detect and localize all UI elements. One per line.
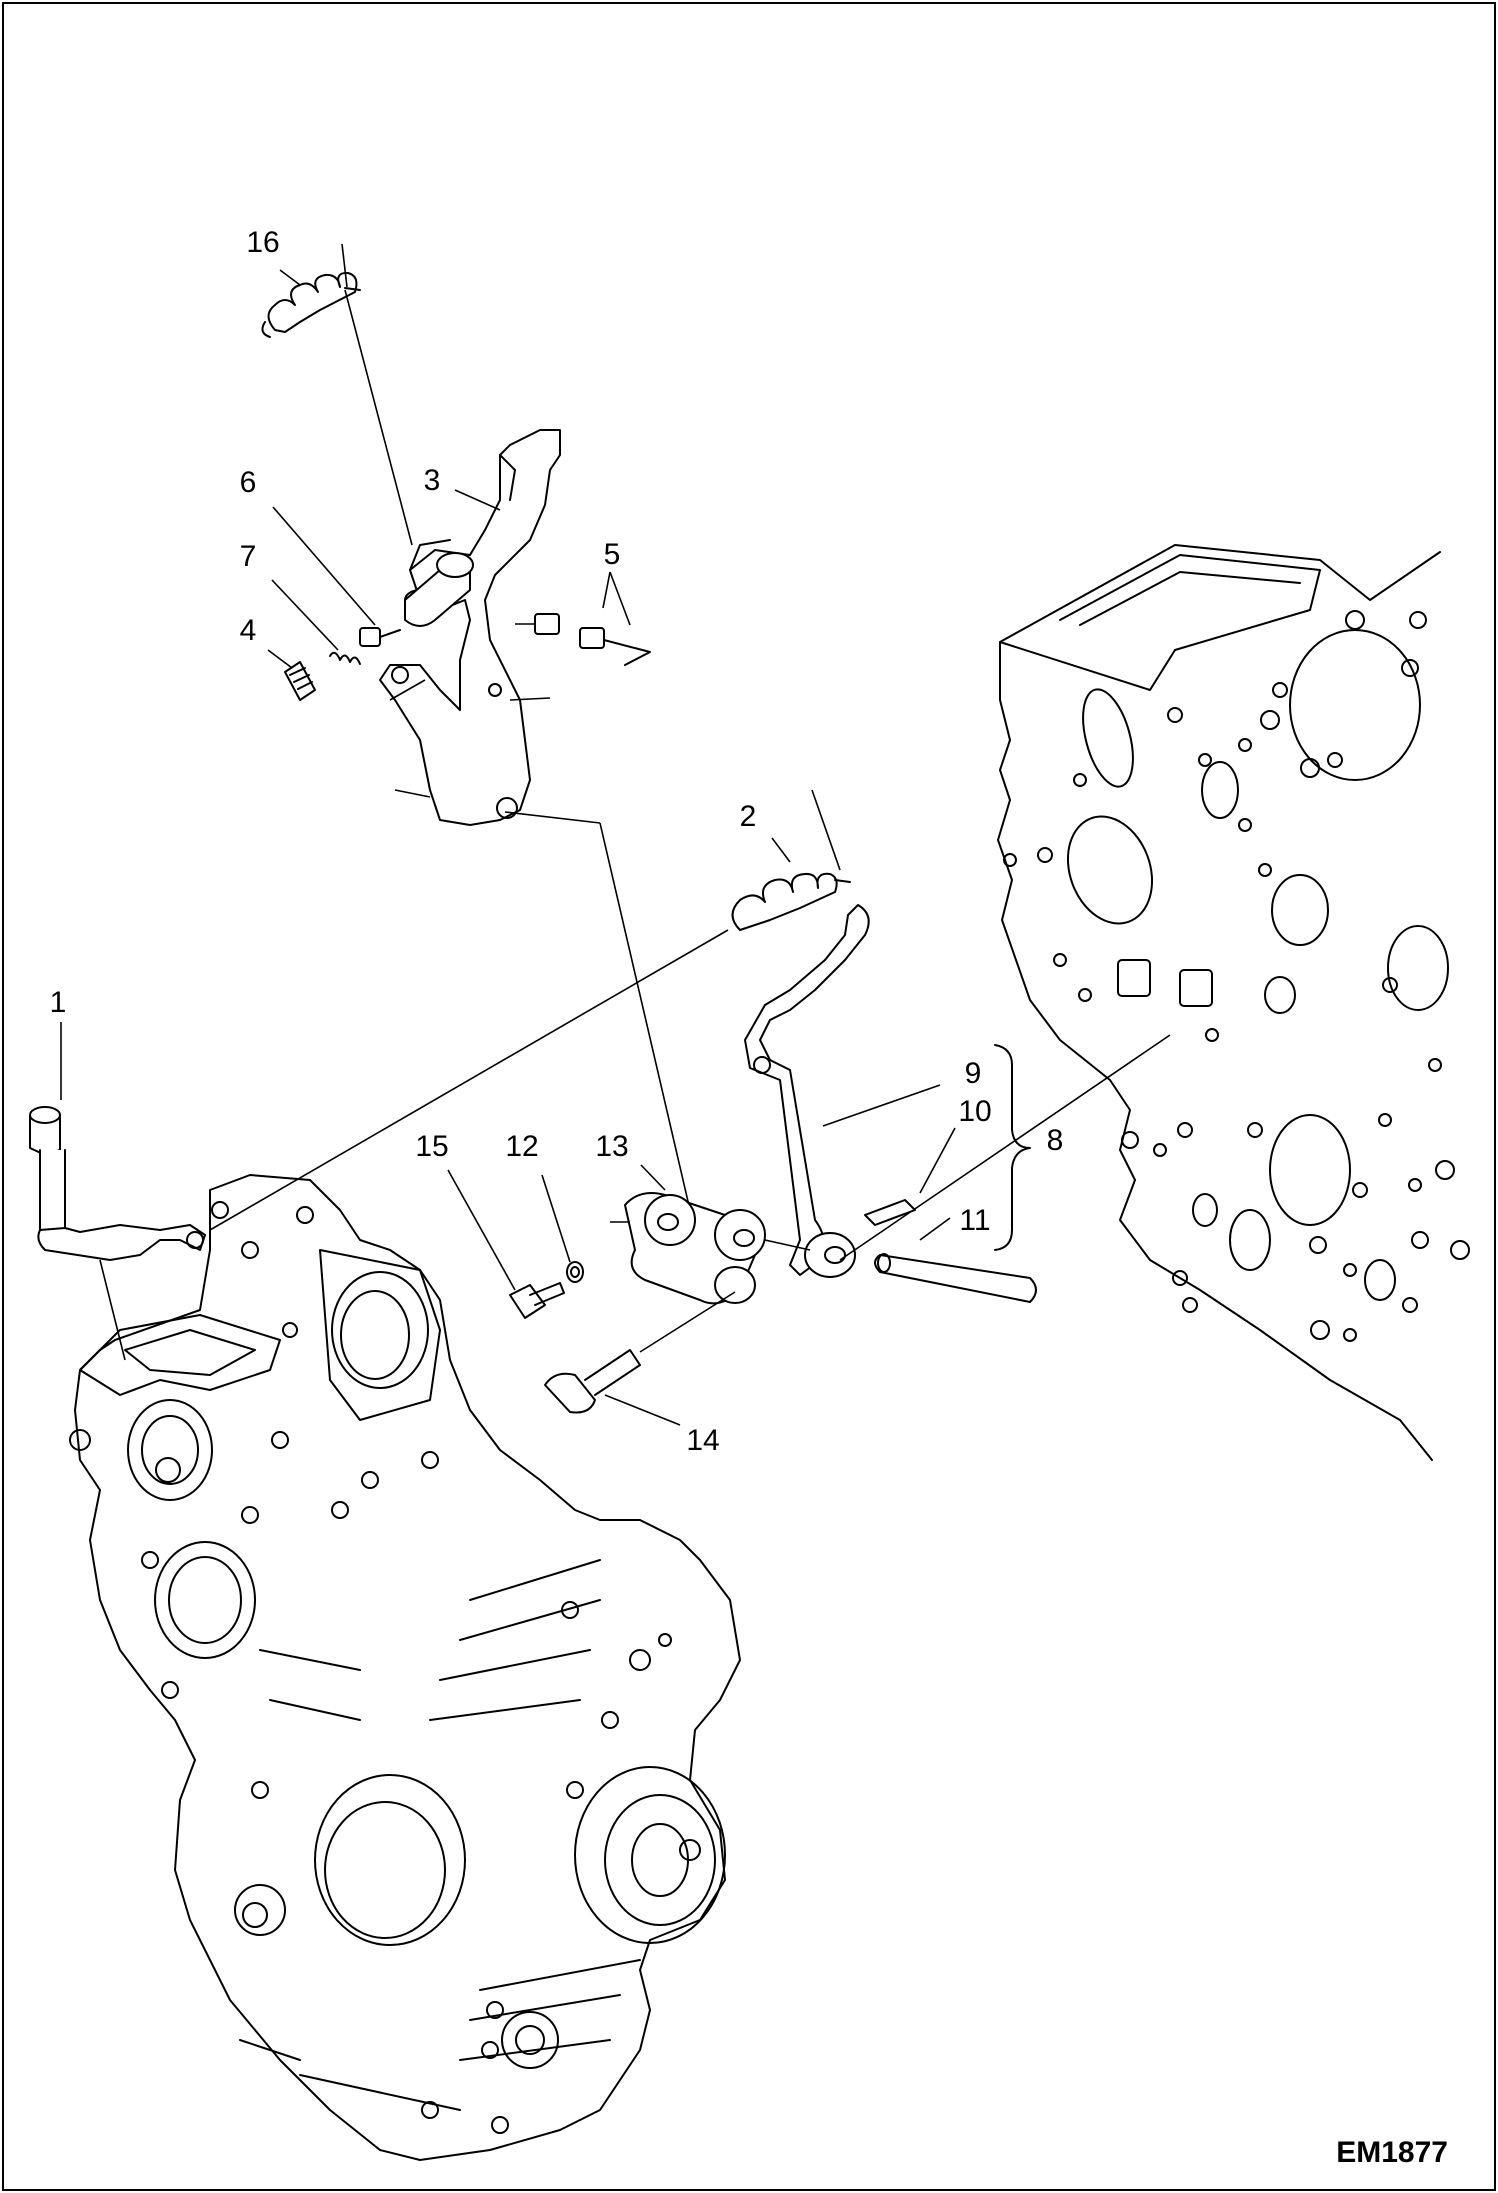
part-3-governor-lever [344, 289, 691, 1211]
callouts: 1 2 3 4 5 6 7 8 9 10 11 12 13 14 15 16 E… [50, 226, 1448, 2169]
part-16-spring [261, 243, 361, 338]
callout-4: 4 [240, 614, 257, 647]
callout-1: 1 [50, 986, 67, 1019]
callout-10: 10 [958, 1095, 991, 1128]
callout-13: 13 [595, 1130, 628, 1163]
part-9-lever [744, 904, 1171, 1278]
bracket-brace [994, 1044, 1031, 1251]
callout-12: 12 [505, 1130, 538, 1163]
callout-2: 2 [740, 800, 757, 833]
leader-lines [60, 269, 956, 1426]
callout-11: 11 [959, 1204, 990, 1237]
callout-3: 3 [424, 464, 441, 497]
callout-9: 9 [965, 1057, 982, 1090]
callout-15: 15 [415, 1130, 448, 1163]
part-2-spring [209, 789, 851, 1231]
callout-8: 8 [1047, 1124, 1064, 1157]
part-13-link [610, 1192, 811, 1305]
callout-14: 14 [686, 1424, 719, 1457]
part-1-stud-plate [29, 1106, 206, 1361]
callout-6: 6 [240, 466, 257, 499]
part-10-pin [864, 1199, 916, 1226]
engine-block [997, 544, 1470, 1461]
callout-5: 5 [604, 538, 621, 571]
part-7-spring [329, 651, 361, 665]
part-4-spring [284, 661, 316, 701]
callout-7: 7 [240, 540, 257, 573]
part-5-pins [515, 613, 651, 666]
part-11-shaft [874, 1253, 1037, 1303]
callout-16: 16 [246, 226, 279, 259]
part-14-bolt [544, 1291, 736, 1414]
part-6-pin [359, 627, 401, 647]
figure-code: EM1877 [1336, 2136, 1448, 2169]
gear-case [69, 1174, 741, 2161]
part-15-bolt [509, 1282, 565, 1319]
part-12-washer [566, 1261, 584, 1283]
